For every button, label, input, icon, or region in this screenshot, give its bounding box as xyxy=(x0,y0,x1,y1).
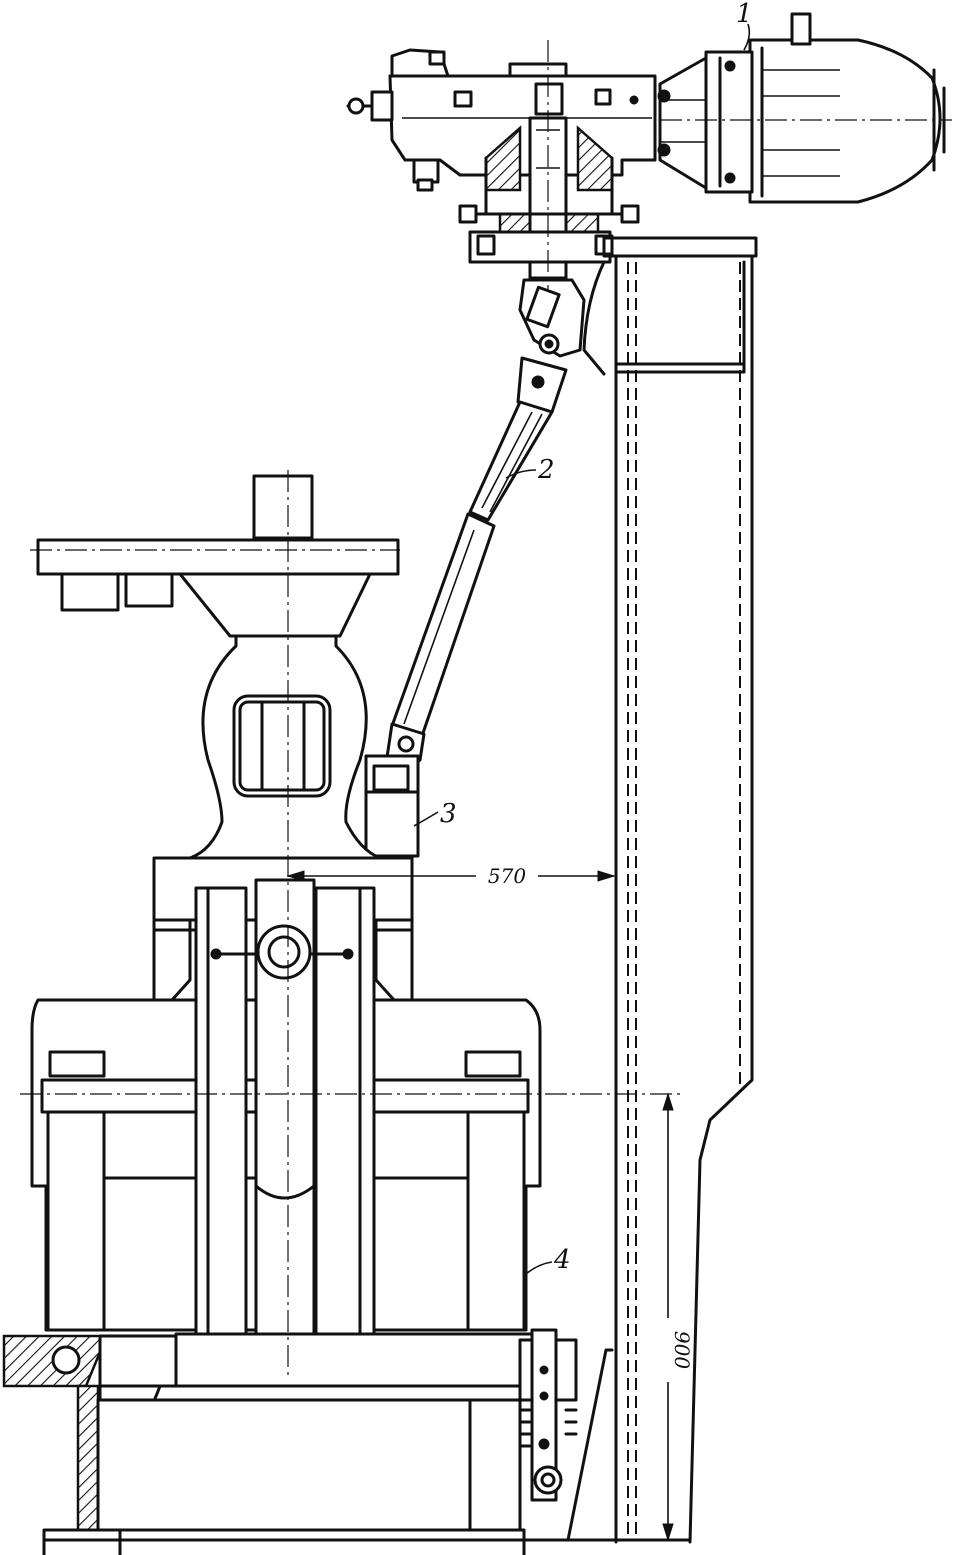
callout-4-label: 4 xyxy=(553,1245,571,1275)
base xyxy=(2,1328,692,1555)
callout-3: 3 xyxy=(413,799,457,829)
callout-2: 2 xyxy=(505,455,555,485)
main-frame xyxy=(30,878,542,1338)
dimension-900-label: 900 xyxy=(670,1331,694,1369)
cardan-shaft xyxy=(380,278,586,788)
dimension-570: 570 xyxy=(286,862,616,890)
callout-1: 1 xyxy=(736,0,753,51)
callout-2-label: 2 xyxy=(537,455,555,485)
callout-1-label: 1 xyxy=(736,0,753,29)
centre-lines xyxy=(20,40,952,1380)
turntable-head xyxy=(36,474,400,860)
upper-universal-joint xyxy=(518,278,586,358)
callout-3-label: 3 xyxy=(440,799,457,829)
support-column xyxy=(582,236,758,1544)
motor-gearbox-assembly xyxy=(346,12,946,280)
drive-bracket xyxy=(364,754,420,858)
callout-4: 4 xyxy=(525,1245,571,1275)
dimension-900: 900 xyxy=(655,1092,694,1542)
dimension-570-label: 570 xyxy=(488,864,526,888)
electric-motor xyxy=(657,12,946,204)
